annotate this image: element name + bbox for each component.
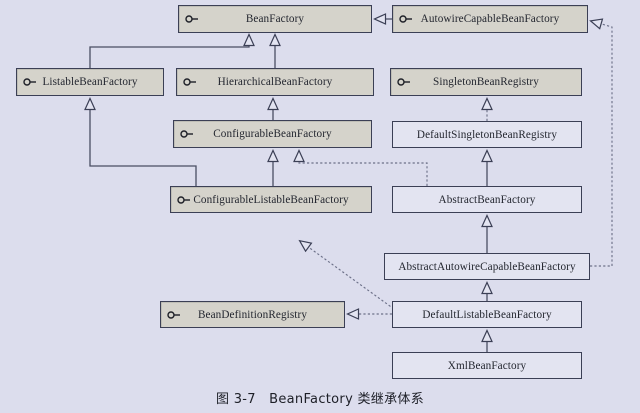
node-label: BeanDefinitionRegistry [197, 308, 308, 321]
node-DefaultListableBeanFactory[interactable]: DefaultListableBeanFactory [392, 301, 582, 328]
lollipop-interface-icon [399, 15, 412, 23]
node-label: AbstractBeanFactory [438, 193, 536, 206]
node-SingletonBeanRegistry[interactable]: SingletonBeanRegistry [390, 68, 582, 96]
node-label: DefaultListableBeanFactory [422, 308, 552, 321]
lollipop-interface-icon [397, 78, 410, 86]
node-ConfigurableBeanFactory[interactable]: ConfigurableBeanFactory [173, 120, 372, 148]
edge-listable-to-beanfactory [89, 33, 255, 68]
node-label: BeanFactory [245, 13, 305, 25]
node-label: HierarchicalBeanFactory [217, 76, 333, 88]
lollipop-interface-icon [23, 78, 36, 86]
node-label: ListableBeanFactory [42, 76, 138, 88]
node-label: XmlBeanFactory [447, 359, 527, 372]
edge-abstractbf-realizes-configurable [293, 149, 428, 186]
node-label: AbstractAutowireCapableBeanFactory [398, 260, 576, 273]
node-AutowireCapableBeanFactory[interactable]: AutowireCapableBeanFactory [392, 5, 588, 33]
edge-configlistable-to-listable [84, 97, 197, 186]
node-XmlBeanFactory[interactable]: XmlBeanFactory [392, 352, 582, 379]
edge-abstractautowire-realizes-autowirecapable [589, 18, 613, 267]
lollipop-interface-icon [167, 310, 180, 319]
node-AbstractAutowireCapableBeanFactory[interactable]: AbstractAutowireCapableBeanFactory [384, 253, 590, 280]
node-label: DefaultSingletonBeanRegistry [416, 128, 558, 141]
lollipop-interface-icon [185, 15, 198, 23]
node-AbstractBeanFactory[interactable]: AbstractBeanFactory [392, 186, 582, 213]
lollipop-interface-icon [177, 195, 190, 204]
node-ListableBeanFactory[interactable]: ListableBeanFactory [16, 68, 164, 96]
node-HierarchicalBeanFactory[interactable]: HierarchicalBeanFactory [176, 68, 374, 96]
node-label: ConfigurableListableBeanFactory [193, 193, 349, 206]
figure-caption: 图 3-7 BeanFactory 类继承体系 [215, 392, 424, 407]
node-label: SingletonBeanRegistry [433, 76, 539, 88]
node-DefaultSingletonBeanRegistry[interactable]: DefaultSingletonBeanRegistry [392, 121, 582, 148]
lollipop-interface-icon [180, 130, 193, 138]
node-label: ConfigurableBeanFactory [213, 128, 332, 140]
edge-defaultlistable-realizes-configlistable [298, 239, 395, 310]
node-label: AutowireCapableBeanFactory [420, 13, 560, 25]
node-BeanDefinitionRegistry[interactable]: BeanDefinitionRegistry [160, 301, 345, 328]
node-ConfigurableListableBeanFactory[interactable]: ConfigurableListableBeanFactory [170, 186, 372, 213]
lollipop-interface-icon [183, 78, 196, 86]
node-BeanFactory[interactable]: BeanFactory [178, 5, 372, 33]
